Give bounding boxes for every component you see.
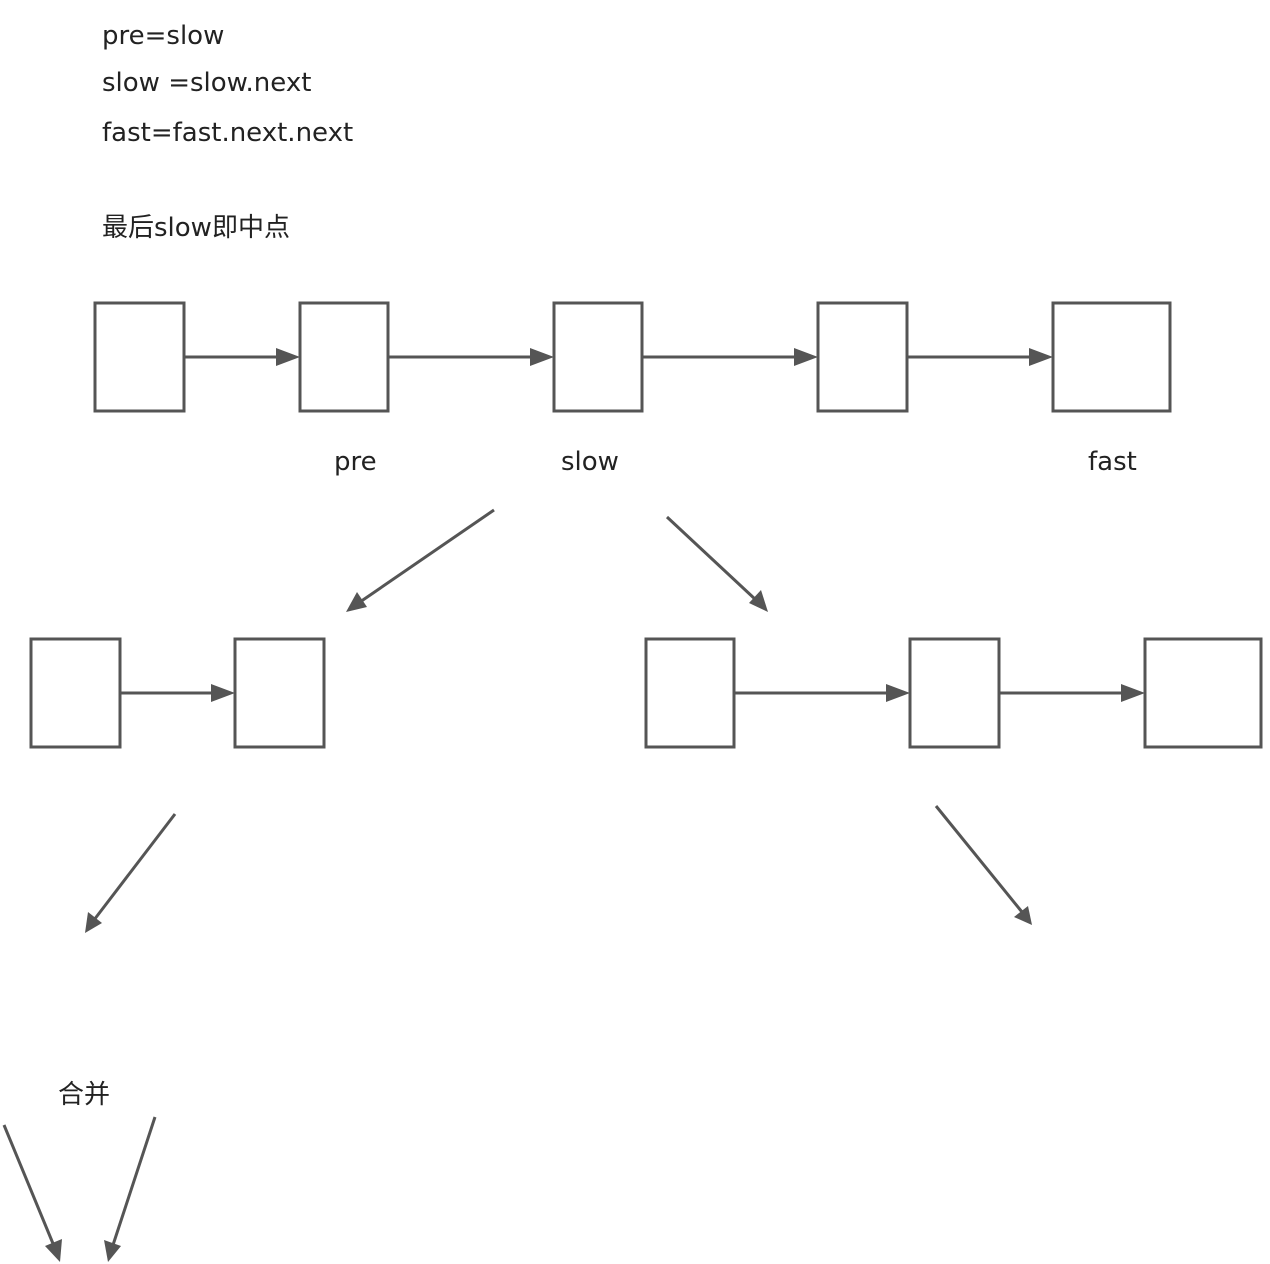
merge-arrow-right — [111, 1116, 157, 1246]
split-arrow-left — [359, 508, 495, 604]
list-node-1 — [93, 301, 186, 413]
split-arrow-right — [665, 515, 758, 602]
left-node-2 — [233, 637, 326, 749]
list-node-5-fast — [1051, 301, 1172, 413]
left-link-arrowhead — [211, 684, 235, 702]
merge-label: 合并 — [58, 1080, 111, 1110]
right-node-1 — [644, 637, 736, 749]
left-node-1 — [29, 637, 122, 749]
arrowhead-3-4 — [794, 348, 818, 366]
list-node-4 — [816, 301, 909, 413]
further-split-arrowhead-right — [1014, 906, 1032, 925]
pointer-label-fast: fast — [1088, 447, 1137, 477]
right-node-2 — [908, 637, 1001, 749]
further-split-arrow-left — [92, 813, 177, 921]
list-node-3-slow — [552, 301, 644, 413]
right-link-arrowhead-1-2 — [886, 684, 910, 702]
arrowhead-1-2 — [276, 348, 300, 366]
arrowhead-4-5 — [1029, 348, 1053, 366]
midpoint-note: 最后slow即中点 — [102, 213, 290, 243]
pointer-label-slow: slow — [561, 447, 619, 477]
pointer-label-pre: pre — [334, 447, 377, 477]
further-split-arrow-right — [934, 805, 1024, 913]
merge-arrowhead-right — [104, 1240, 121, 1262]
list-node-2-pre — [298, 301, 390, 413]
merge-arrowhead-left — [45, 1239, 62, 1262]
arrowhead-2-3 — [530, 348, 554, 366]
code-line-slow-advance: slow =slow.next — [102, 68, 312, 98]
code-line-fast-advance: fast=fast.next.next — [102, 118, 354, 148]
right-link-arrowhead-2-3 — [1121, 684, 1145, 702]
code-line-pre-assign: pre=slow — [102, 21, 225, 51]
split-arrowhead-right — [749, 590, 768, 612]
right-node-3 — [1143, 637, 1263, 749]
merge-arrow-left — [2, 1124, 56, 1247]
further-split-arrowhead-left — [85, 912, 102, 933]
split-arrowhead-left — [346, 592, 367, 612]
